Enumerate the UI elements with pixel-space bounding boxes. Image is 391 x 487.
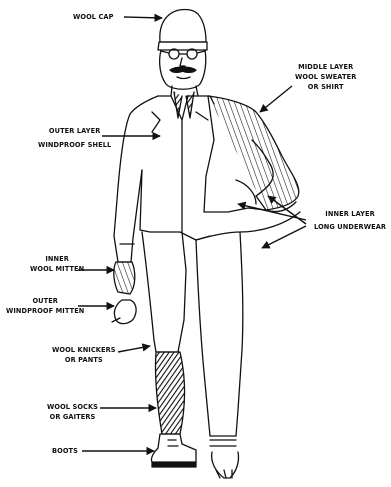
inner-mitten-drawing [114,262,135,294]
middle-layer-arrow [260,86,292,112]
inner-mitten-line-2: WOOL MITTEN [30,264,84,274]
socks-line-2: OR GAITERS [47,412,98,422]
boots-label: BOOTS [52,446,78,456]
inner-layer-label: INNER LAYER LONG UNDERWEAR [314,209,386,232]
knickers-drawing [142,232,186,352]
head-drawing [160,49,206,89]
inner-layer-line-1: INNER LAYER [314,209,386,219]
knickers-line-1: WOOL KNICKERS [52,345,116,355]
outer-mitten-line-2: WINDPROOF MITTEN [6,306,84,316]
middle-sweater-drawing [204,96,299,212]
outer-mitten-label: OUTER WINDPROOF MITTEN [6,296,84,316]
middle-layer-line-1: MIDDLE LAYER [295,62,356,72]
wool-cap-drawing [158,10,207,51]
outer-mitten-drawing [112,300,136,324]
socks-label: WOOL SOCKS OR GAITERS [47,402,98,422]
socks-line-1: WOOL SOCKS [47,402,98,412]
knickers-line-2: OR PANTS [52,355,116,365]
wool-cap-text: WOOL CAP [73,12,114,22]
boots-drawing [151,434,196,467]
knickers-label: WOOL KNICKERS OR PANTS [52,345,116,365]
wool-cap-arrow [124,17,162,18]
boots-text: BOOTS [52,446,78,456]
middle-layer-line-3: OR SHIRT [295,82,356,92]
outer-mitten-line-1: OUTER [6,296,84,306]
outer-shell-drawing [114,96,214,262]
outer-layer-line-2: WINDPROOF SHELL [38,140,111,150]
outer-layer-label: OUTER LAYER WINDPROOF SHELL [38,126,111,150]
middle-layer-line-2: WOOL SWEATER [295,72,356,82]
neck-drawing [171,86,198,118]
inner-layer-line-2: LONG UNDERWEAR [314,222,386,232]
inner-layer-arrow-3 [262,226,306,248]
middle-layer-label: MIDDLE LAYER WOOL SWEATER OR SHIRT [295,62,356,92]
inner-mitten-label: INNER WOOL MITTEN [30,254,84,274]
knickers-arrow [118,346,150,352]
long-underwear-drawing [196,212,300,478]
gaiters-drawing [155,352,184,434]
wool-cap-label: WOOL CAP [73,12,114,22]
inner-mitten-line-1: INNER [30,254,84,264]
outer-layer-line-1: OUTER LAYER [38,126,111,136]
